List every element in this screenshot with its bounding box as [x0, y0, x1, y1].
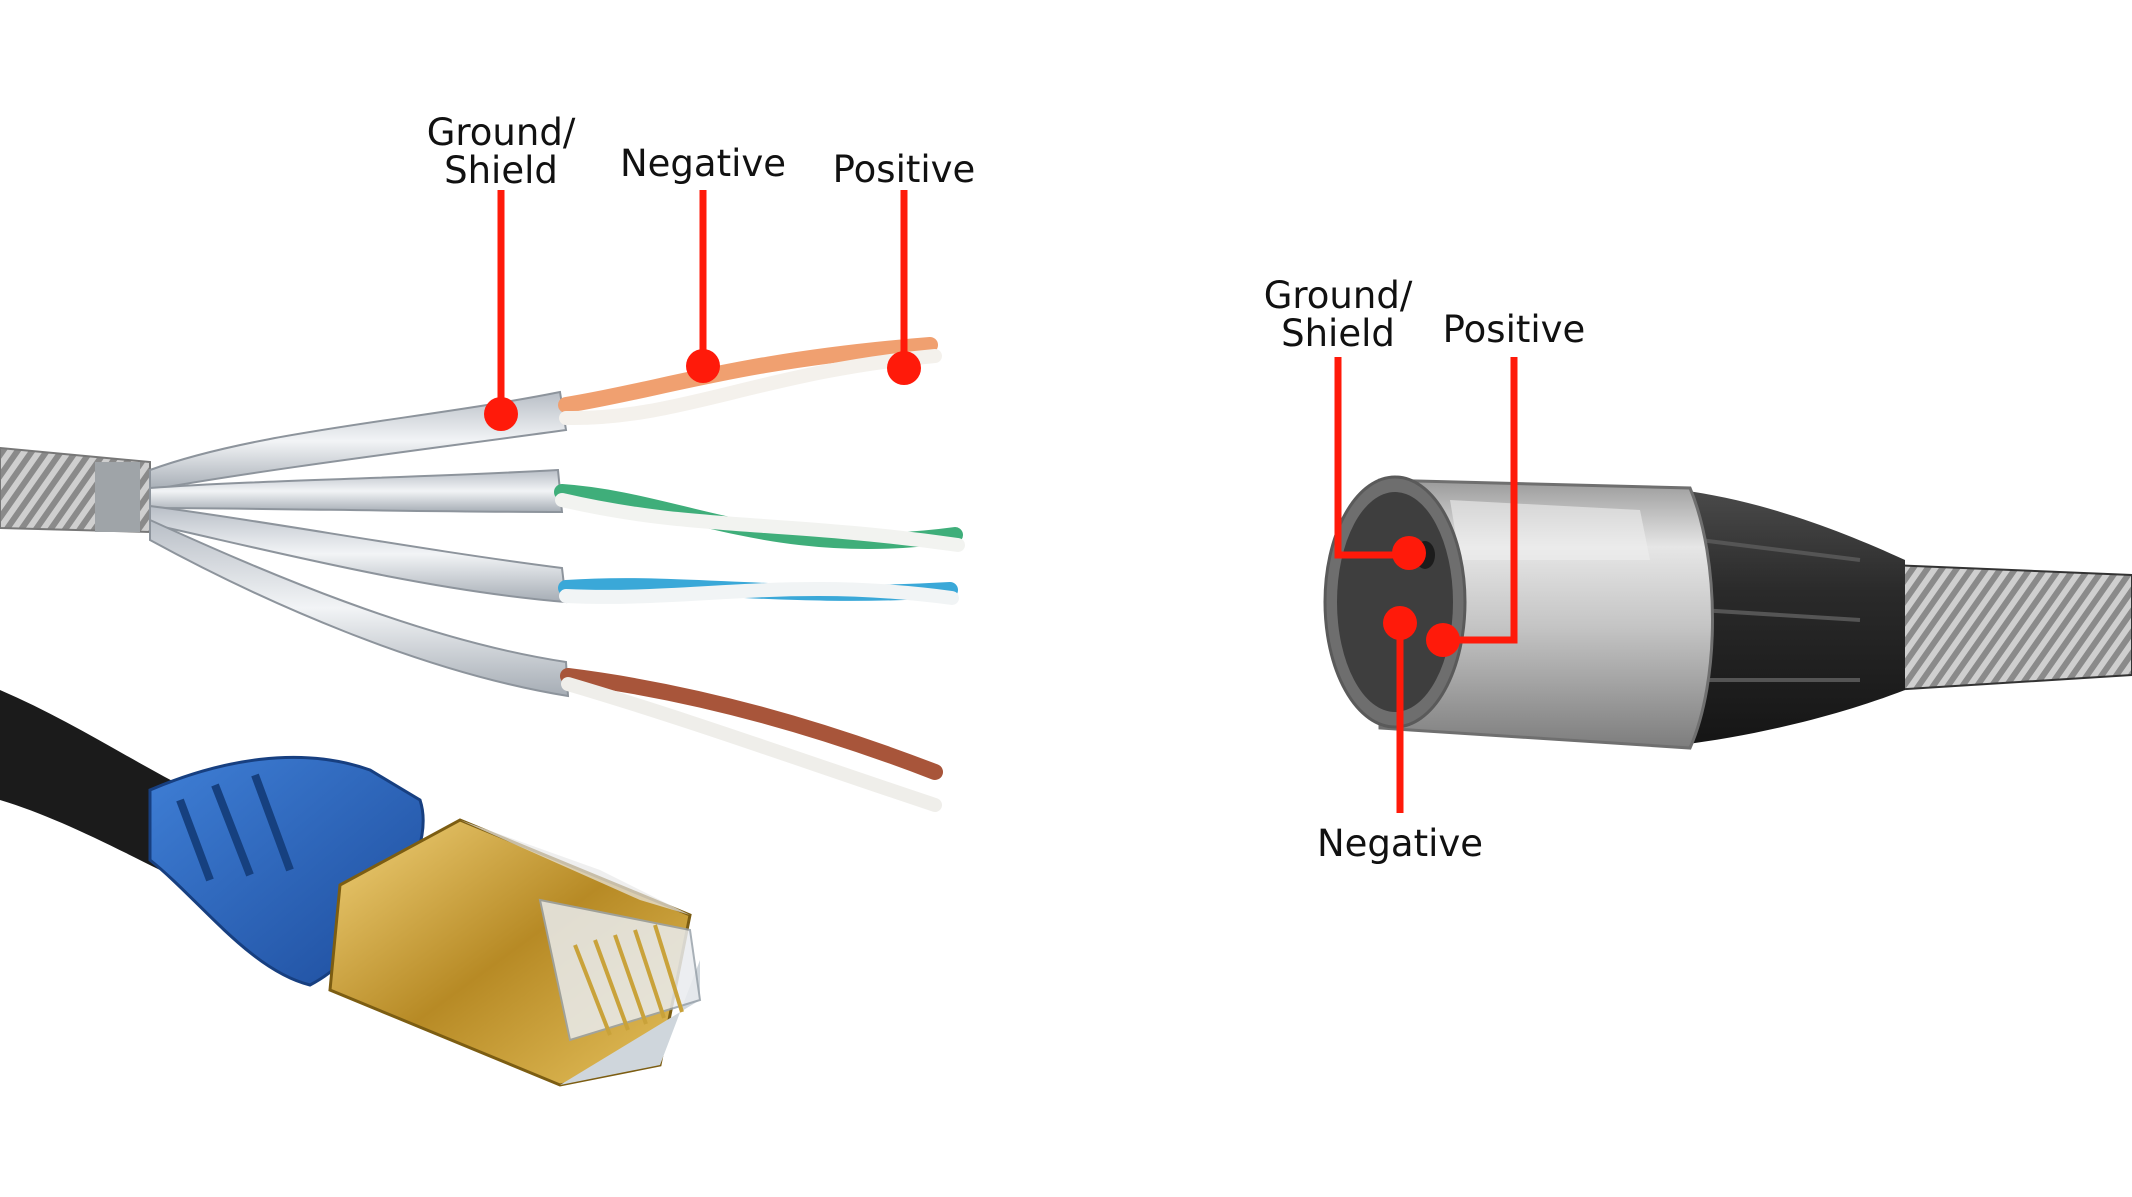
- xlr-negative-callout: Negative: [1317, 606, 1483, 865]
- blue-pair: [558, 578, 959, 605]
- ethernet-ground-callout: Ground/ Shield: [427, 111, 576, 431]
- orange-pair: [558, 337, 942, 426]
- ethernet-shield-label: Shield: [444, 149, 558, 192]
- xlr-callouts: Ground/ Shield Positive Negative: [1264, 274, 1586, 865]
- xlr-positive-label: Positive: [1443, 308, 1586, 351]
- xlr-negative-label: Negative: [1317, 822, 1483, 865]
- brown-pair: [560, 668, 943, 812]
- ethernet-negative-label: Negative: [620, 142, 786, 185]
- ethernet-callouts: Ground/ Shield Negative Positive: [427, 111, 976, 431]
- ethernet-positive-label: Positive: [833, 148, 976, 191]
- xlr-shield-label: Shield: [1281, 312, 1395, 355]
- ethernet-negative-callout: Negative: [620, 142, 786, 383]
- ethernet-cable-illustration: [0, 337, 965, 812]
- rj45-plug-illustration: [0, 690, 702, 1087]
- ethernet-ground-label: Ground/: [427, 111, 576, 154]
- xlr-ground-label: Ground/: [1264, 274, 1413, 317]
- xlr-positive-callout: Positive: [1426, 308, 1585, 657]
- ethernet-positive-callout: Positive: [833, 148, 976, 385]
- xlr-plug-illustration: [1323, 475, 2132, 750]
- green-pair: [554, 484, 965, 552]
- xlr-ground-callout: Ground/ Shield: [1264, 274, 1426, 570]
